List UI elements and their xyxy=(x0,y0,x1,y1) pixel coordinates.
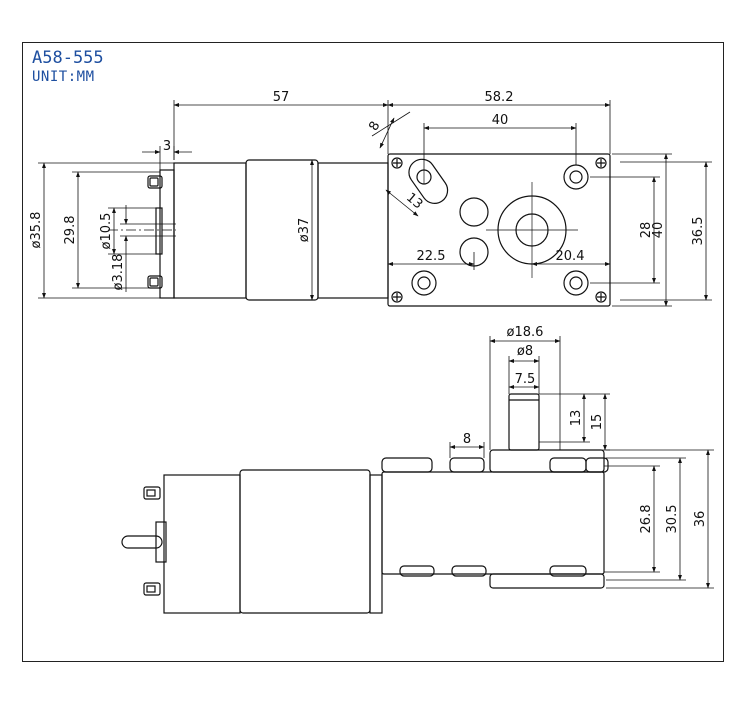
dim-8-angled: 8 xyxy=(366,119,383,134)
dim-13-angled: 13 xyxy=(403,190,425,212)
dim-phi3-18: ø3.18 xyxy=(111,254,126,291)
dim-36: 36 xyxy=(693,511,708,528)
gearbox-plate xyxy=(387,153,611,307)
dim-40-top: 40 xyxy=(492,113,509,128)
dim-13: 13 xyxy=(569,410,584,427)
dim-20-4: 20.4 xyxy=(556,249,585,264)
dim-phi18-6: ø18.6 xyxy=(507,325,544,340)
dim-36-5: 36.5 xyxy=(691,217,706,246)
dim-22-5: 22.5 xyxy=(417,249,446,264)
dim-40-side: 40 xyxy=(651,222,666,239)
dim-phi10-5: ø10.5 xyxy=(99,213,114,250)
dim-phi8: ø8 xyxy=(517,344,533,359)
dim-57: 57 xyxy=(273,90,290,105)
dim-29-8: 29.8 xyxy=(63,216,78,245)
dim-28: 28 xyxy=(639,222,654,239)
dim-phi35-8: ø35.8 xyxy=(29,212,44,249)
terminal-top xyxy=(147,175,163,189)
unit-label: UNIT:MM xyxy=(32,69,95,85)
motor-can xyxy=(173,162,247,299)
drawing-border xyxy=(22,42,724,662)
dim-phi37: ø37 xyxy=(297,218,312,243)
dim-26-8: 26.8 xyxy=(639,505,654,534)
dim-58-2: 58.2 xyxy=(485,90,514,105)
dim-8-bottom: 8 xyxy=(463,432,471,447)
side-view xyxy=(121,393,609,614)
dim-30-5: 30.5 xyxy=(665,505,680,534)
motor-flange xyxy=(317,162,389,299)
dim-3: 3 xyxy=(163,139,171,154)
dim-15: 15 xyxy=(590,414,605,431)
model-number: A58-555 xyxy=(32,48,104,68)
dim-7-5: 7.5 xyxy=(515,372,536,387)
